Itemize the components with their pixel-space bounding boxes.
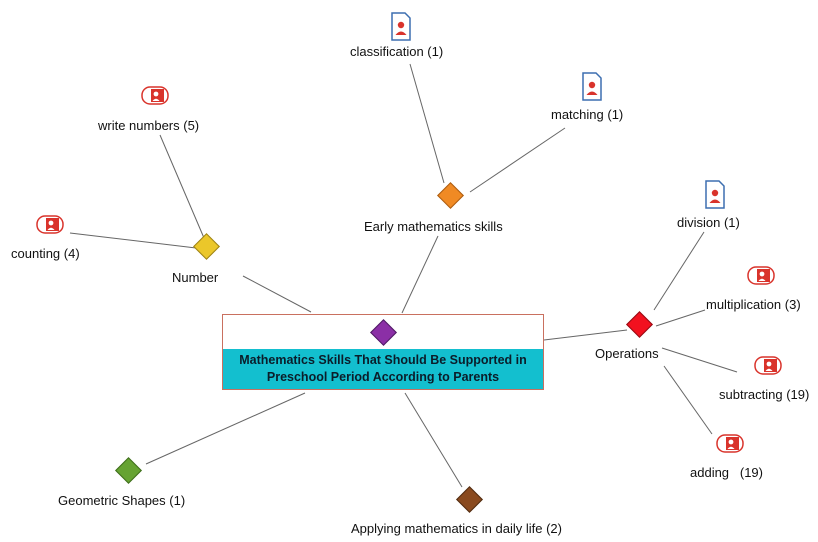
speech-person-icon xyxy=(141,86,169,105)
daily-life-label[interactable]: Applying mathematics in daily life (2) xyxy=(351,521,562,536)
edge-division-operations xyxy=(653,231,705,311)
classification-label[interactable]: classification (1) xyxy=(350,44,444,59)
document-person-icon xyxy=(391,12,411,41)
matching-label[interactable]: matching (1) xyxy=(551,107,624,122)
division-label[interactable]: division (1) xyxy=(677,215,740,230)
connector-lines xyxy=(69,63,738,488)
central-diamond-icon xyxy=(370,319,397,346)
counting-label[interactable]: counting (4) xyxy=(11,246,80,261)
subtracting-label[interactable]: subtracting (19) xyxy=(719,387,810,402)
edge-adding-operations xyxy=(663,365,713,435)
central-theme-title: Mathematics Skills That Should Be Suppor… xyxy=(239,353,527,384)
edge-center-operations xyxy=(543,329,628,341)
edge-subtracting-operations xyxy=(661,347,738,373)
operations-label[interactable]: Operations xyxy=(595,346,659,361)
multiplication-label[interactable]: multiplication (3) xyxy=(706,297,801,312)
edge-counting-number xyxy=(69,232,197,249)
adding-label[interactable]: adding (19) xyxy=(690,465,763,480)
speech-person-icon xyxy=(747,266,775,285)
speech-person-icon xyxy=(36,215,64,234)
number-label[interactable]: Number xyxy=(172,270,219,285)
central-theme-node[interactable]: Mathematics Skills That Should Be Suppor… xyxy=(222,314,544,390)
edge-classification-early xyxy=(409,63,445,184)
edge-matching-early xyxy=(469,127,566,193)
central-theme-band: Mathematics Skills That Should Be Suppor… xyxy=(223,349,543,389)
document-person-icon xyxy=(582,72,602,101)
edge-center-daily-life xyxy=(404,392,463,488)
edge-early-center xyxy=(401,235,439,314)
geometric-label[interactable]: Geometric Shapes (1) xyxy=(58,493,186,508)
document-person-icon xyxy=(705,180,725,209)
edge-number-center xyxy=(242,275,312,313)
speech-person-icon xyxy=(716,434,744,453)
edge-center-geometric xyxy=(145,392,306,465)
early-math-label[interactable]: Early mathematics skills xyxy=(364,219,503,234)
edge-write-numbers-number xyxy=(159,134,205,239)
write-numbers-label[interactable]: write numbers (5) xyxy=(98,118,200,133)
edge-multiplication-operations xyxy=(655,309,706,327)
speech-person-icon xyxy=(754,356,782,375)
